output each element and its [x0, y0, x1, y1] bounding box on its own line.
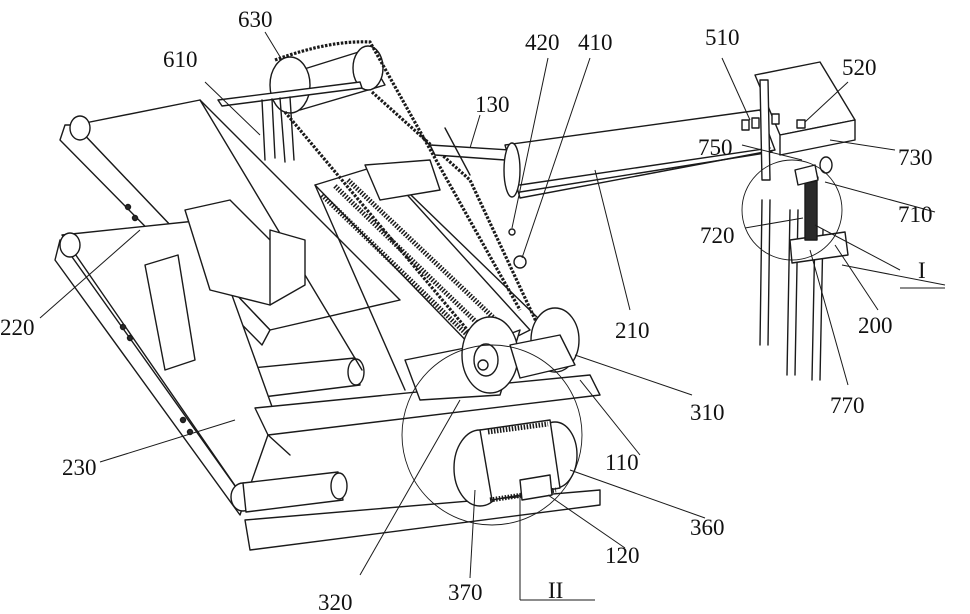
label-730: 730: [898, 145, 933, 170]
label-310: 310: [690, 400, 725, 425]
label-710: 710: [898, 202, 933, 227]
label-320: 320: [318, 590, 353, 614]
cylinder-710-720: [795, 165, 818, 240]
label-510: 510: [705, 25, 740, 50]
label-630: 630: [238, 7, 273, 32]
label-II: II: [548, 578, 563, 603]
label-360: 360: [690, 515, 725, 540]
label-410: 410: [578, 30, 613, 55]
label-130: 130: [475, 92, 510, 117]
label-120: 120: [605, 543, 640, 568]
label-I: I: [918, 258, 926, 283]
label-210: 210: [615, 318, 650, 343]
label-200: 200: [858, 313, 893, 338]
label-420: 420: [525, 30, 560, 55]
label-610: 610: [163, 47, 198, 72]
label-520: 520: [842, 55, 877, 80]
label-220: 220: [0, 315, 35, 340]
label-720: 720: [700, 223, 735, 248]
label-750: 750: [698, 135, 733, 160]
label-770: 770: [830, 393, 865, 418]
horizontal-arm-210: [504, 110, 775, 198]
label-230: 230: [62, 455, 97, 480]
label-370: 370: [448, 580, 483, 605]
label-110: 110: [605, 450, 639, 475]
